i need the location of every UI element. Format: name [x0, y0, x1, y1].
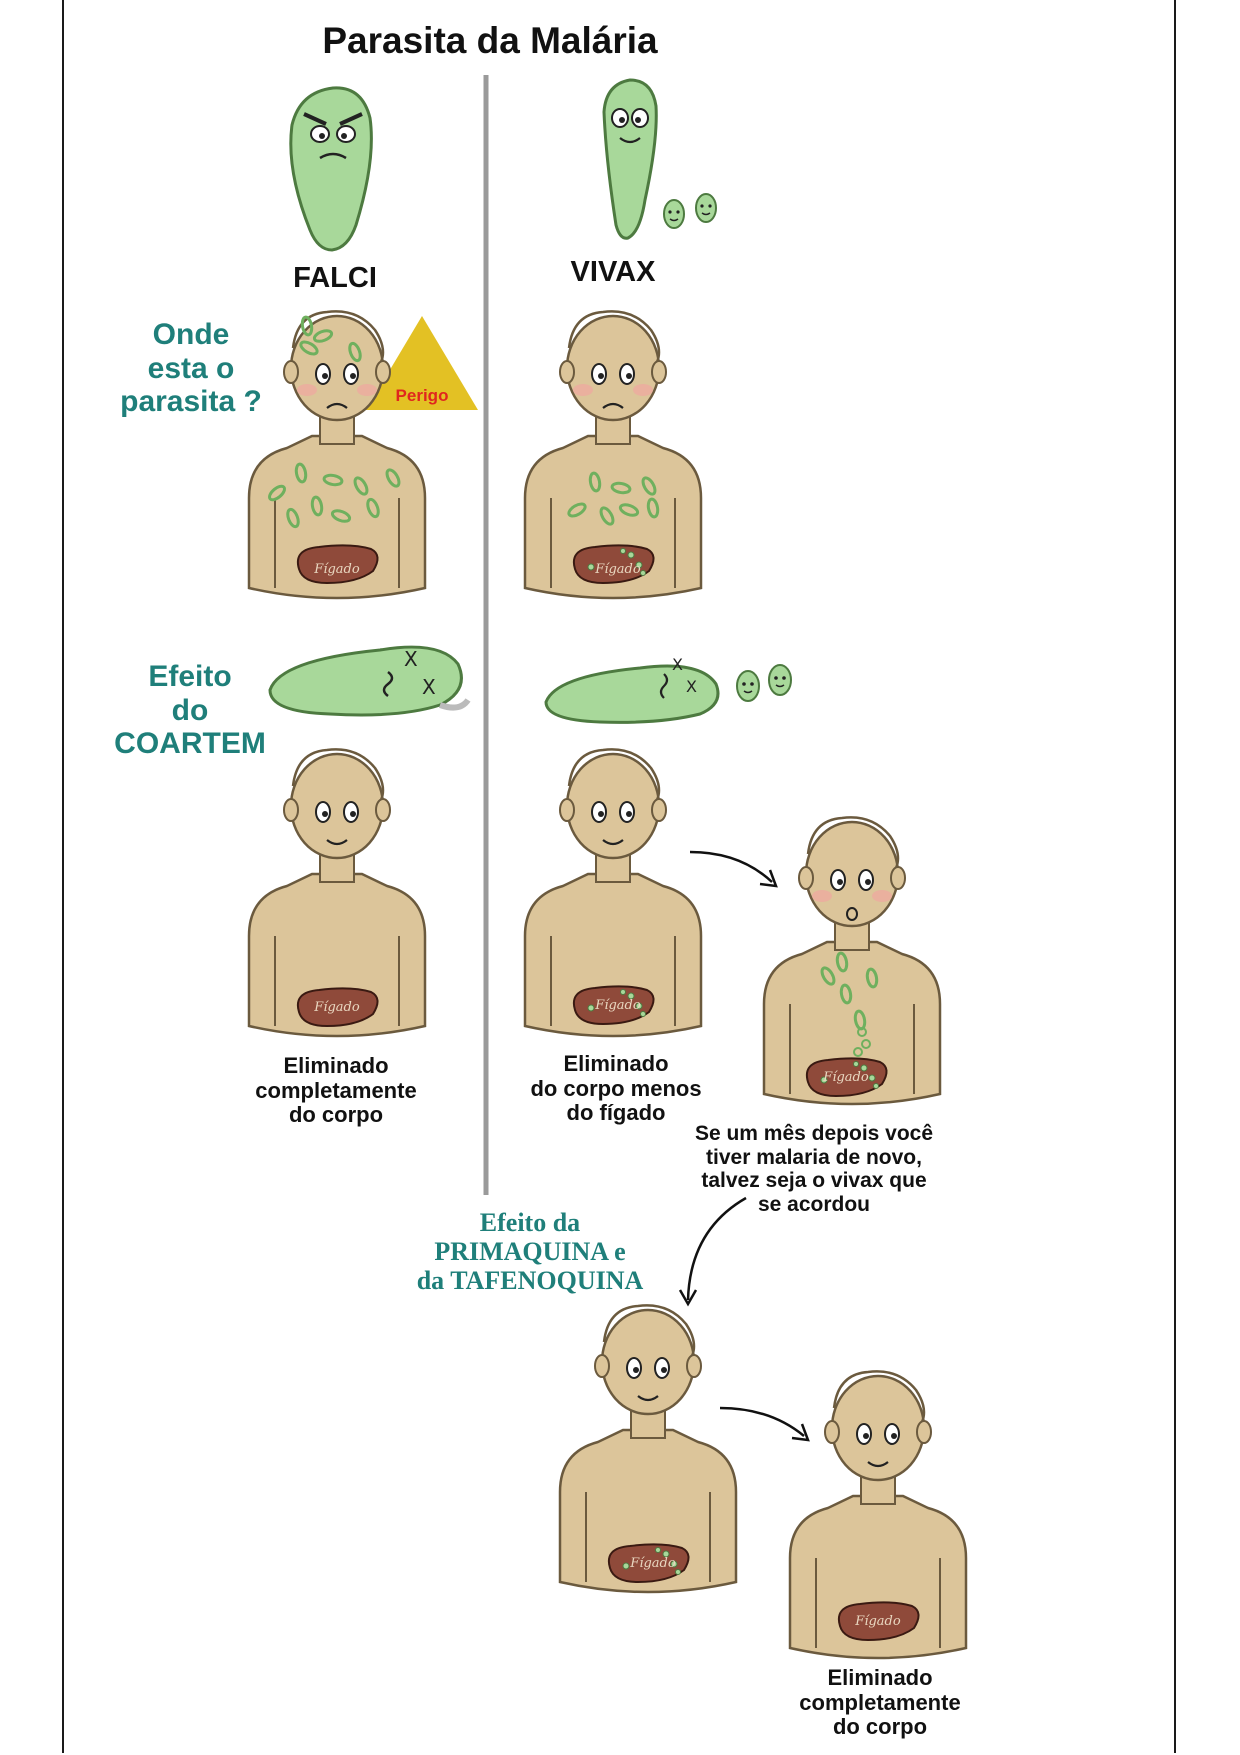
falci-cured-person: [247, 748, 427, 1038]
liver-label: Fígado: [313, 1000, 360, 1015]
final-eliminated-caption: Eliminado completamente do corpo: [799, 1665, 961, 1740]
dead-vivax-parasite-icon: X X: [544, 655, 792, 724]
page-title: Parasita da Malária: [322, 20, 658, 61]
vivax-column-label: VIVAX: [570, 256, 656, 288]
vivax-treated-person: [523, 748, 703, 1038]
falci-eliminated-caption: Eliminado completamente do corpo: [255, 1053, 417, 1128]
page-frame: [62, 0, 1176, 1753]
liver-label: Fígado: [822, 1070, 869, 1085]
vivax-infected-person: [523, 310, 703, 600]
where-is-parasite-label: Onde esta o parasita ?: [120, 318, 262, 419]
arrow-icon: [689, 850, 778, 888]
vivax-parasite-icon: [602, 78, 717, 240]
warning-triangle-icon: [366, 316, 478, 410]
liver-label: Fígado: [313, 562, 360, 577]
coartem-effect-label: Efeito do COARTEM: [114, 660, 266, 761]
liver-label: Fígado: [594, 562, 641, 577]
danger-label: Perigo: [395, 386, 449, 405]
liver-label: Fígado: [594, 998, 641, 1013]
falci-parasite-icon: [289, 86, 373, 252]
liver-label: Fígado: [629, 1556, 676, 1571]
primaquina-effect-label: Efeito da PRIMAQUINA e da TAFENOQUINA: [416, 1208, 644, 1296]
vivax-eliminated-caption: Eliminado do corpo menos do fígado: [530, 1051, 702, 1126]
vivax-relapse-person: [762, 816, 942, 1106]
arrow-icon-2: [719, 1406, 810, 1442]
svg-text:X: X: [422, 675, 436, 699]
falci-column-label: FALCI: [293, 262, 377, 294]
relapse-caption: Se um mês depois você tiver malaria de n…: [694, 1122, 934, 1216]
svg-text:X: X: [404, 647, 418, 671]
primaquina-before-person: [558, 1304, 738, 1594]
svg-text:X: X: [686, 677, 697, 696]
curved-arrow-icon: [678, 1196, 747, 1307]
dead-falci-parasite-icon: X X: [268, 645, 471, 717]
liver-label: Fígado: [854, 1614, 901, 1629]
svg-text:X: X: [672, 655, 683, 674]
